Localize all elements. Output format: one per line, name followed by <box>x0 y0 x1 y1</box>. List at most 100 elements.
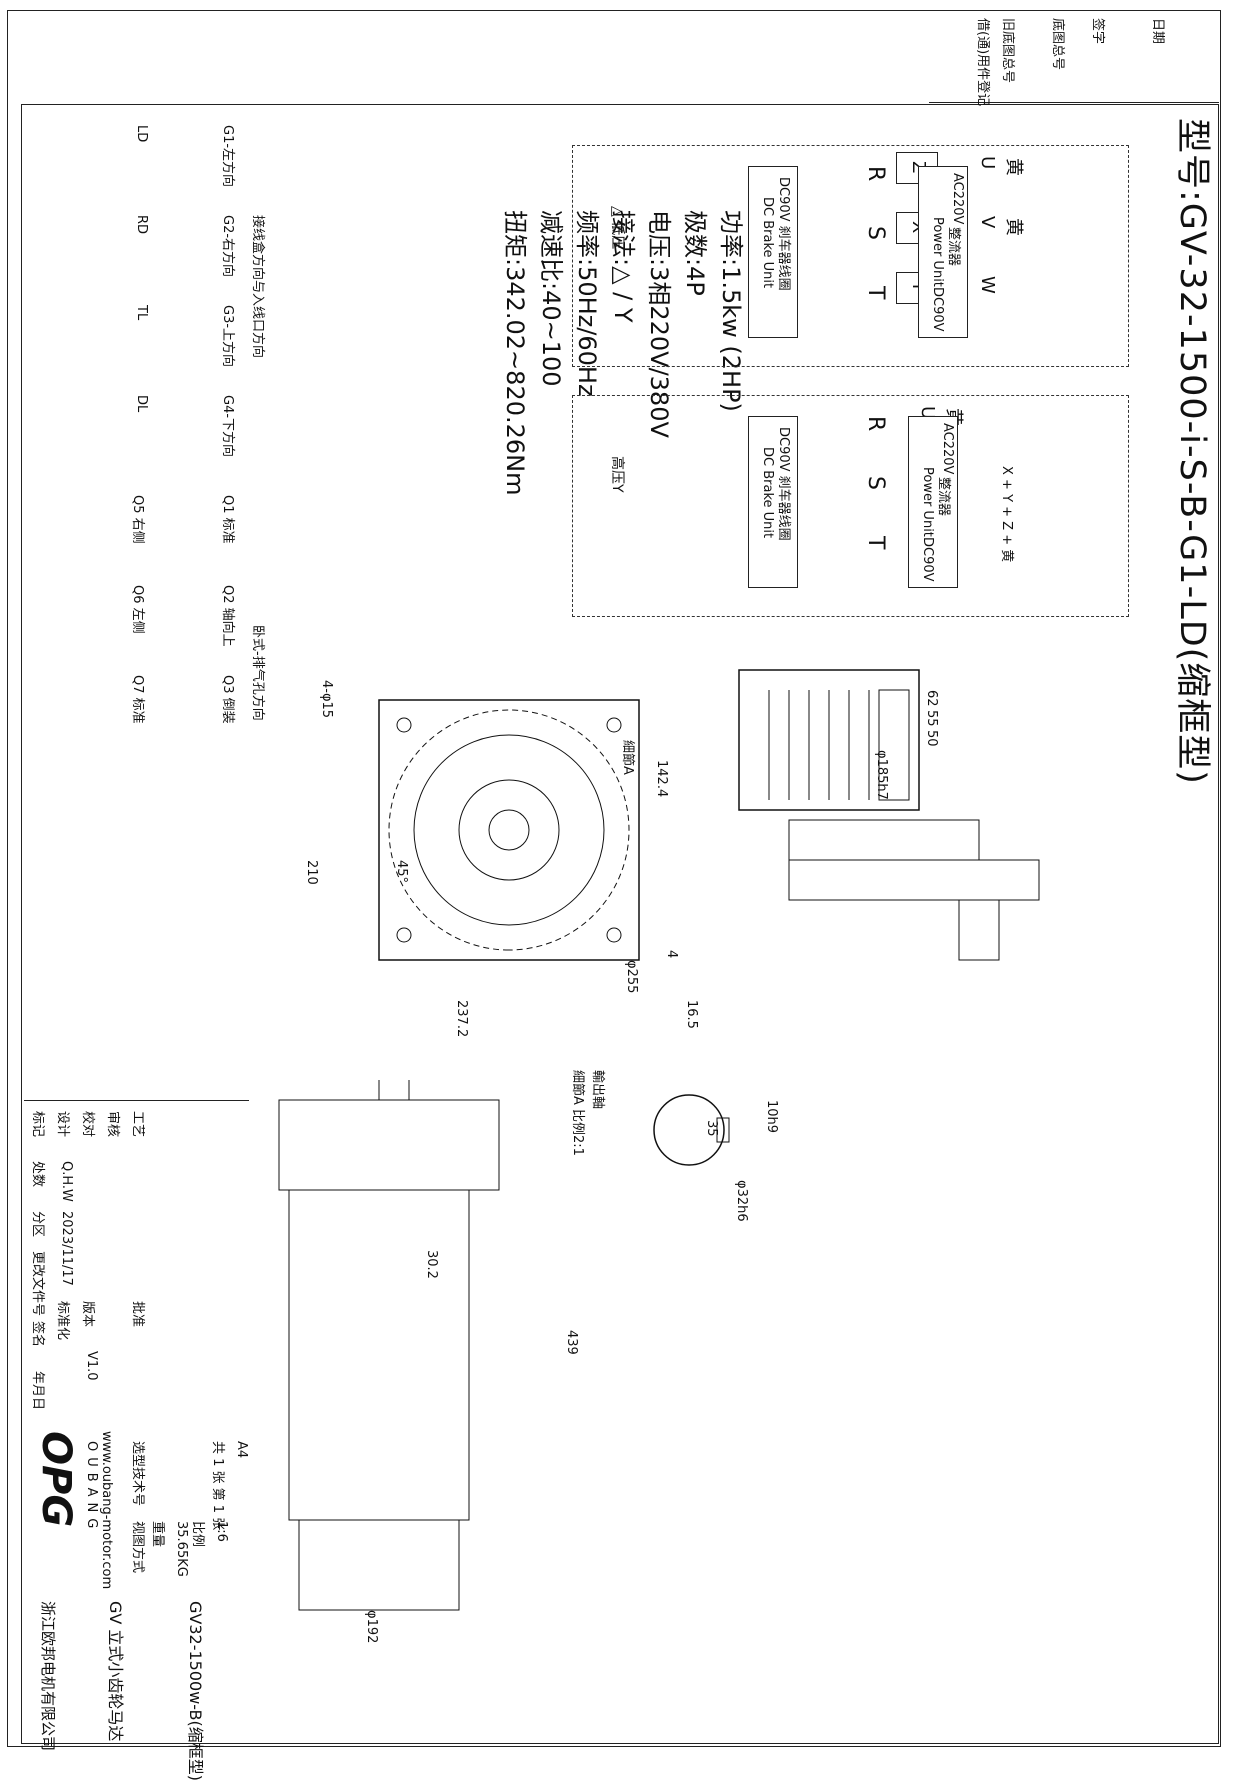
review-label: 审核 <box>105 1111 120 1138</box>
side-view-drawing <box>738 669 1040 961</box>
dim-55: 55 <box>924 710 939 727</box>
strip-label: 日期 <box>1150 18 1165 45</box>
wiring-mode-low: △ 低压 <box>609 206 625 250</box>
q6-label: Q6 左侧 <box>130 585 145 634</box>
tb-label: 标记 <box>30 1111 45 1138</box>
dim-50: 50 <box>924 730 939 747</box>
rectifier-en: Power Unit <box>930 217 945 287</box>
dim-255: φ255 <box>624 960 639 994</box>
code-g3: TL <box>134 305 149 321</box>
pcd-circle <box>388 709 630 951</box>
product-name: GV 立式小齿轮马达 <box>106 1601 125 1742</box>
direction-heading: 接线盒方向与入线口方向 <box>250 215 265 359</box>
q2-label: Q2 轴向上 <box>220 585 235 647</box>
version: V1.0 <box>84 1351 99 1381</box>
design-label: 设计 <box>55 1111 70 1138</box>
q7-label: Q7 标准 <box>130 675 145 724</box>
drawing-number: GV32-1500w-B(缩框型) <box>186 1601 205 1781</box>
elevation-drawing <box>278 1080 500 1611</box>
spec-torque: 扭矩:342.02~820.26Nm <box>501 210 529 496</box>
motor-body <box>738 669 920 811</box>
motor-u: U <box>977 156 998 170</box>
rectifier-cn: 整流器 <box>946 227 961 267</box>
shaft-section <box>653 1094 725 1166</box>
selection-label: 选型技术号 <box>130 1441 145 1507</box>
yellow-u: 黄 <box>1003 158 1024 176</box>
dim-439: 439 <box>564 1330 579 1355</box>
company-name: 浙江欧邦电机有限公司 <box>39 1601 57 1752</box>
g1-label: G1-左方向 <box>220 125 235 188</box>
date: 2023/11/17 <box>59 1211 74 1286</box>
brand-name: OUBANG <box>84 1441 99 1535</box>
dim-key: 10h9 <box>764 1100 779 1134</box>
tb-label: 处数 <box>30 1161 45 1188</box>
q1-label: Q1 标准 <box>220 495 235 544</box>
options-grid: 接线盒方向与入线口方向 卧式-排气孔方向 G1-左方向 G2-右方向 G3-上方… <box>24 104 265 765</box>
standardize-label: 标准化 <box>55 1301 70 1341</box>
strip-label: 旧底图总号 <box>1000 18 1015 84</box>
dim-35: 35 <box>704 1120 719 1137</box>
mount-hole <box>606 717 622 733</box>
tb-label: 年月日 <box>30 1371 45 1411</box>
motor-v: V <box>977 216 998 229</box>
shaft-detail <box>653 1094 730 1166</box>
title-block: 浙江欧邦电机有限公司 GV 立式小齿轮马达 GV32-1500w-B(缩框型) … <box>24 1100 249 1781</box>
mount-hole <box>606 927 622 943</box>
terminal-s: S <box>863 226 888 240</box>
flange-square <box>378 699 640 961</box>
dim-192: φ192 <box>364 1610 379 1644</box>
g3-label: G3-上方向 <box>220 305 235 368</box>
rectifier-box: AC220V 整流器 Power Unit DC90V <box>908 416 958 588</box>
rectifier-ac: AC220V <box>940 423 955 475</box>
terminal-box <box>878 689 910 801</box>
motor-w: W <box>977 276 998 294</box>
dim-holes: 4-φ15 <box>319 680 334 719</box>
weight: 35.65KG <box>174 1521 189 1577</box>
rectifier-ac: AC220V <box>950 173 965 225</box>
weight-label: 重量 <box>150 1521 165 1548</box>
tb-label: 更改文件号 <box>30 1251 45 1317</box>
scale-label: 比例 <box>190 1521 205 1548</box>
website: www.oubang-motor.com <box>99 1431 114 1590</box>
shaft-title: 輸出軸 <box>590 1070 605 1110</box>
code-g4: DL <box>134 395 149 413</box>
strip-label: 底图总号 <box>1050 18 1065 71</box>
keyway <box>716 1117 730 1143</box>
gear-housing <box>788 859 1040 901</box>
gear-head <box>278 1099 500 1191</box>
process-label: 工艺 <box>130 1111 145 1138</box>
spec-ratio: 减速比:40~100 <box>537 210 565 387</box>
shaft-circle <box>488 809 530 851</box>
dim-45deg: 45° <box>394 860 409 884</box>
version-label: 版本 <box>80 1301 95 1328</box>
dim-shaft: φ32h6 <box>734 1180 749 1222</box>
spigot-circle <box>458 779 560 881</box>
dim-210: 210 <box>304 860 319 885</box>
strip-label: 借(通)用件登记 <box>975 18 990 107</box>
terminal-t: T <box>863 536 888 550</box>
tb-label: 分区 <box>30 1211 45 1238</box>
dim-237: 237.2 <box>454 1000 469 1038</box>
detail-scale: 細節A 比例2:1 <box>570 1070 585 1156</box>
housing-circle <box>413 734 605 926</box>
flange <box>788 819 980 861</box>
code-g2: RD <box>134 215 149 235</box>
view-method-label: 视图方式 <box>130 1521 145 1574</box>
dim-16-5: 16.5 <box>684 1000 699 1029</box>
code-g1: LD <box>134 125 149 143</box>
wiring-high-box: R S T U V W 黄 X + Y + Z + 黄 AC220V 整流器 P… <box>572 395 1129 617</box>
approve-label: 批准 <box>130 1301 145 1328</box>
output-shaft <box>958 899 1000 961</box>
brake-cn: DC90V 刹车器线圈 <box>776 177 791 291</box>
q5-label: Q5 右侧 <box>130 495 145 544</box>
brake-box: DC90V 刹车器线圈 DC Brake Unit <box>748 166 798 338</box>
rectifier-dc: DC90V <box>920 537 935 582</box>
brake-en: DC Brake Unit <box>760 447 775 539</box>
terminal-t: T <box>863 286 888 300</box>
rectifier-cn: 整流器 <box>936 477 951 517</box>
terminal-r: R <box>863 166 888 182</box>
registration-strip: 借(通)用件登记 旧底图总号 底图总号 签字 日期 <box>929 10 1219 106</box>
paper-size: A4 <box>234 1441 249 1459</box>
rectifier-box: AC220V 整流器 Power Unit DC90V <box>918 166 968 338</box>
